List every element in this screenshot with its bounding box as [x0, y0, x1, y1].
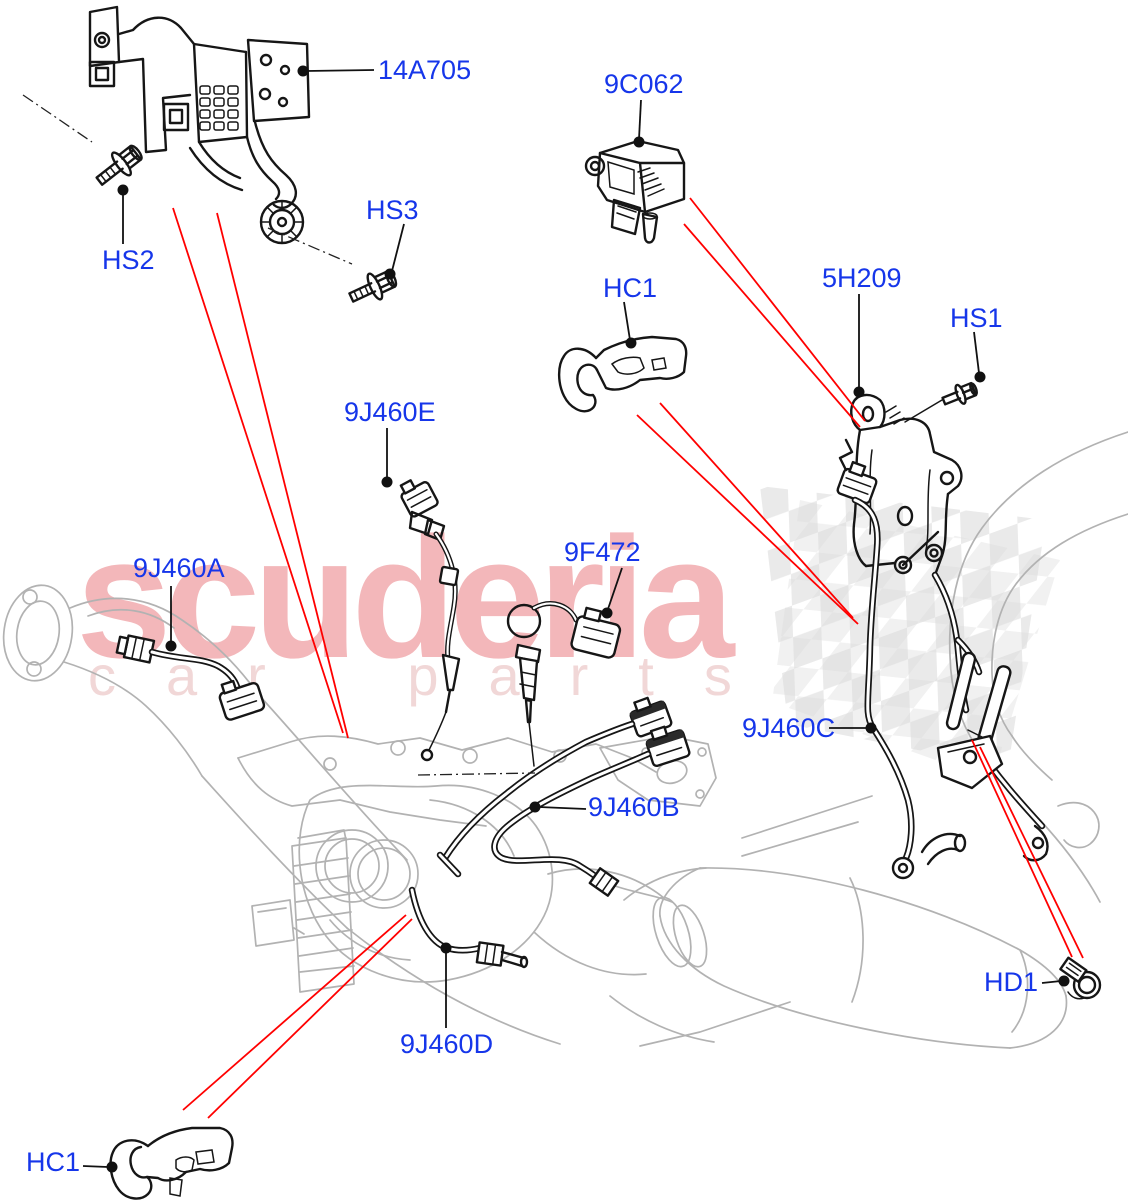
- harness-9j460b-drawing: [436, 696, 691, 897]
- part-label-5h209[interactable]: 5H209: [822, 263, 902, 293]
- ghost-exhaust-drawing: [2, 431, 1128, 1049]
- part-label-14a705[interactable]: 14A705: [378, 55, 472, 85]
- assembly-axis-lines: [22, 94, 536, 776]
- highlight-lines: [172, 197, 1084, 1119]
- sensor-9c062-drawing: [584, 139, 686, 244]
- leader-lines: [82, 65, 1070, 1173]
- sensor-cable-9j460a-drawing: [115, 634, 266, 721]
- clip-hc1-mid-drawing: [557, 335, 688, 413]
- part-label-hd1[interactable]: HD1: [984, 967, 1039, 997]
- clamp-hd1-drawing: [1059, 956, 1102, 1000]
- part-label-hc1-bottom[interactable]: HC1: [26, 1147, 81, 1177]
- bolt-hs3-drawing: [348, 269, 398, 303]
- o2-sensor-9f472-drawing: [506, 601, 622, 767]
- part-label-9j460c[interactable]: 9J460C: [742, 713, 836, 743]
- part-label-9j460d[interactable]: 9J460D: [400, 1029, 494, 1059]
- bolt-hs2-drawing: [95, 144, 143, 186]
- sensor-cable-9j460c-drawing: [836, 438, 1049, 880]
- part-label-hc1-mid[interactable]: HC1: [603, 273, 658, 303]
- part-label-9j460b[interactable]: 9J460B: [588, 792, 680, 822]
- part-label-hs1[interactable]: HS1: [950, 303, 1003, 333]
- part-label-hs3[interactable]: HS3: [366, 195, 419, 225]
- part-label-hs2[interactable]: HS2: [102, 245, 155, 275]
- part-label-9j460a[interactable]: 9J460A: [133, 553, 225, 583]
- bolt-hs1-drawing: [941, 381, 978, 406]
- sensor-cable-9j460e-drawing: [399, 479, 461, 762]
- bracket-14a705-drawing: [88, 5, 311, 245]
- bracket-5h209-drawing: [850, 393, 963, 577]
- clip-hc1-bottom-drawing: [109, 1126, 234, 1200]
- part-label-9j460e[interactable]: 9J460E: [344, 397, 436, 427]
- part-label-9c062[interactable]: 9C062: [604, 69, 684, 99]
- part-label-9f472[interactable]: 9F472: [564, 537, 641, 567]
